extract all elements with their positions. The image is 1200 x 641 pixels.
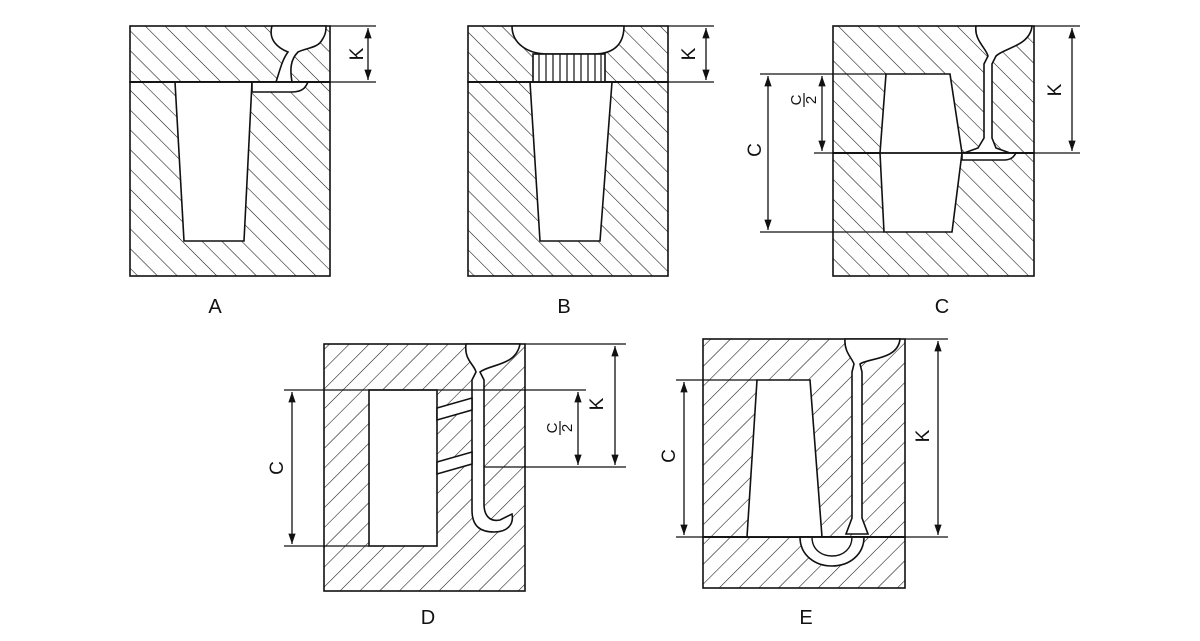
panel-label-a: A — [208, 296, 222, 318]
dim-half-c-label: C 2 — [788, 93, 820, 107]
pouring-basin — [511, 25, 625, 55]
dim-k-label: K — [679, 47, 700, 60]
runner — [251, 81, 310, 93]
panel-a — [129, 25, 376, 277]
panel-c — [760, 25, 1080, 277]
panel-label-d: D — [421, 607, 435, 629]
casting-cavity — [529, 81, 613, 242]
panel-b — [467, 25, 714, 277]
dim-k-label: K — [1045, 83, 1066, 96]
dim-c-label: C — [659, 449, 680, 463]
horn-runner — [799, 536, 865, 567]
svg-text:C: C — [788, 94, 805, 105]
shower-gate-holes — [538, 54, 602, 82]
dim-k-label: K — [347, 47, 368, 60]
dim-k-label: K — [587, 397, 608, 410]
panel-label-c: C — [935, 296, 949, 318]
sprue — [464, 343, 521, 533]
sprue — [844, 338, 901, 535]
panel-label-b: B — [557, 296, 570, 318]
casting-cavity — [368, 389, 438, 547]
panel-e — [676, 338, 948, 589]
dim-half-c-label: C 2 — [544, 421, 576, 435]
dim-c-label: C — [267, 461, 288, 475]
step-gate-upper — [436, 396, 473, 422]
panel-label-e: E — [799, 607, 812, 629]
dim-c-label: C — [745, 143, 766, 157]
casting-cavity — [174, 81, 253, 242]
svg-text:2: 2 — [803, 96, 820, 104]
pouring-cup — [270, 25, 327, 83]
svg-text:2: 2 — [559, 424, 576, 432]
shower-gate — [532, 53, 606, 83]
dim-k-label: K — [913, 429, 934, 442]
step-gate-lower — [436, 450, 473, 476]
runner — [961, 152, 1018, 161]
casting-cavity — [746, 379, 823, 538]
svg-text:C: C — [544, 422, 561, 433]
panel-d — [284, 343, 626, 592]
